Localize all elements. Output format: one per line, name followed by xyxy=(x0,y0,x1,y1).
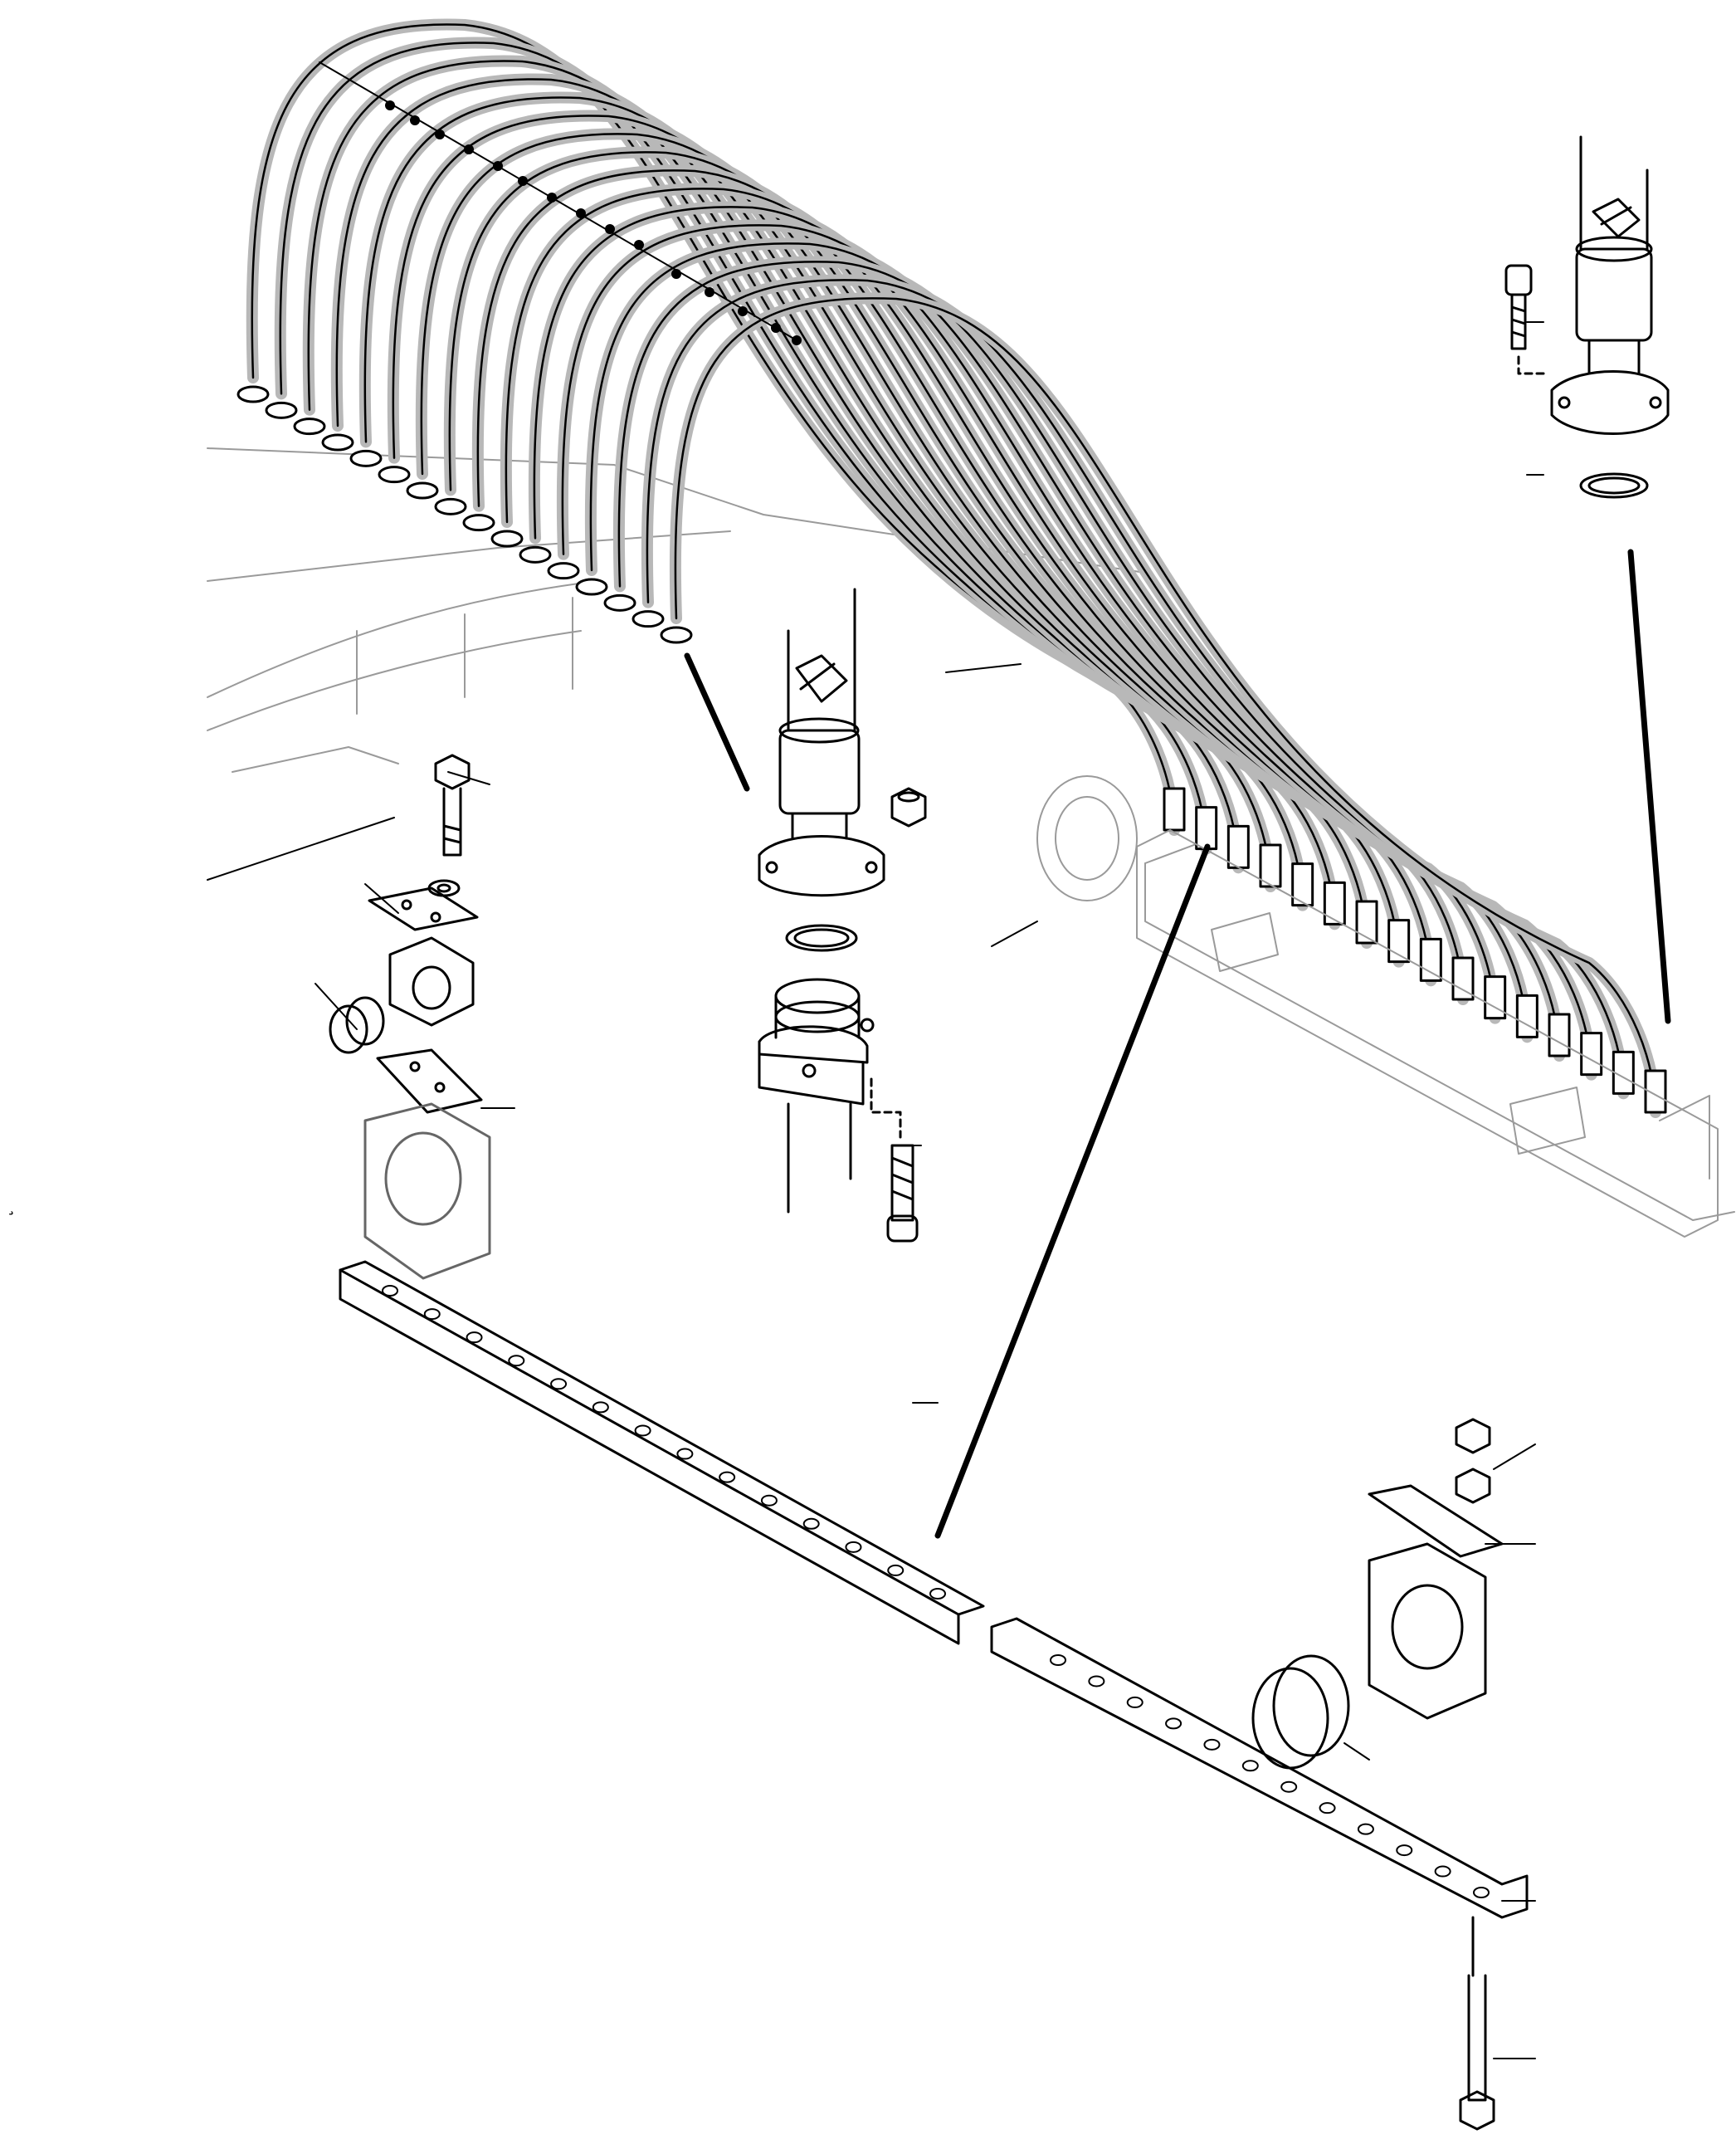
hose-end-fitting-icon xyxy=(1484,975,1507,1020)
rail-hole xyxy=(1050,1654,1066,1666)
hose-end-fitting-icon xyxy=(1548,1013,1571,1057)
rail-hole xyxy=(1241,1760,1259,1772)
hose-end-fitting-icon xyxy=(321,433,354,452)
hose-fitting-flange-icon xyxy=(758,588,885,897)
hose-end-fitting-icon xyxy=(1612,1050,1635,1095)
nut-icon xyxy=(1455,1418,1491,1504)
port-block-icon xyxy=(758,978,902,1214)
nut-icon xyxy=(890,787,927,828)
hose-end-fitting-icon xyxy=(462,514,495,532)
hose-end-fitting-icon xyxy=(1195,806,1218,851)
clamp-block-icon xyxy=(388,936,475,1027)
grommet-icon xyxy=(1251,1654,1350,1770)
hose-end-fitting-icon xyxy=(406,481,439,500)
hose-end-fitting-icon xyxy=(1451,956,1475,1001)
rail-hole xyxy=(1203,1738,1221,1751)
rail-hole xyxy=(760,1494,778,1507)
grommet-icon xyxy=(329,996,385,1054)
hose-end-fitting-icon xyxy=(1515,994,1539,1038)
rail-hole xyxy=(592,1401,609,1414)
rail-hole xyxy=(1434,1865,1451,1878)
hose-end-fitting-icon xyxy=(1355,900,1378,945)
rail-hole xyxy=(382,1285,398,1297)
socket-screw-icon xyxy=(1504,264,1545,375)
rail-hole xyxy=(1088,1675,1105,1687)
rail-hole xyxy=(634,1424,651,1437)
rail-hole xyxy=(929,1588,946,1600)
clamp-plate-icon xyxy=(376,1048,483,1114)
hose-end-fitting-icon xyxy=(519,545,552,564)
hose-fitting-detail-top-right xyxy=(1550,135,1670,499)
hose-end-fitting-icon xyxy=(1419,937,1442,982)
bolt-icon xyxy=(434,754,471,857)
rail-hole xyxy=(719,1471,736,1483)
hose-end-fitting-icon xyxy=(1580,1032,1603,1077)
hose-end-fitting-icon xyxy=(631,610,665,628)
rail-hole xyxy=(1473,1887,1490,1898)
rail-holes xyxy=(382,1285,1490,1898)
rail-hole xyxy=(1165,1717,1183,1730)
mounting-rail-icon xyxy=(339,1260,1529,1919)
clamp-plate-icon xyxy=(368,886,479,931)
rail-hole xyxy=(1126,1696,1144,1708)
rail-hole xyxy=(550,1378,568,1390)
rail-hole xyxy=(466,1331,483,1344)
hose-end-fitting-icon xyxy=(378,466,411,484)
manifold-block-icon xyxy=(1136,829,1719,1238)
rail-hole xyxy=(845,1541,862,1553)
hose-end-fitting-icon xyxy=(1323,881,1346,926)
rail-hole xyxy=(1280,1780,1298,1793)
hose-end-fitting-icon xyxy=(1163,787,1186,832)
socket-screw-icon xyxy=(886,1144,919,1243)
hose-end-fitting-icon xyxy=(575,578,608,596)
hose-line xyxy=(674,297,1657,1114)
hose-end-fitting-icon xyxy=(1259,843,1282,888)
rail-hole xyxy=(423,1308,441,1321)
rail-hole xyxy=(887,1564,905,1576)
callout-arrows xyxy=(684,549,1671,1539)
rail-hole xyxy=(1396,1844,1413,1857)
rail-hole xyxy=(1319,1802,1336,1814)
clamp-block-icon xyxy=(1368,1542,1487,1720)
rail-hole xyxy=(802,1517,820,1530)
rail-hole xyxy=(508,1355,525,1367)
rail-hole xyxy=(1357,1823,1374,1835)
hose-end-fitting-icon xyxy=(490,530,524,548)
hose-end-fitting-icon xyxy=(237,385,270,403)
hose-end-fitting-icon xyxy=(547,562,580,580)
hose-bundle-icon xyxy=(237,18,1719,1238)
rail-hole xyxy=(676,1448,694,1460)
hose-end-fitting-icon xyxy=(293,418,326,436)
hose-end-fitting-icon xyxy=(265,401,298,419)
hose-end-fitting-icon xyxy=(660,626,693,644)
hose-end-fitting-icon xyxy=(434,497,467,515)
stray-mark: ¸ xyxy=(7,1195,16,1216)
o-ring-icon xyxy=(785,924,858,952)
bolt-icon xyxy=(1459,1916,1495,2131)
clamp-plate-icon xyxy=(1368,1484,1504,1558)
hose-end-fitting-icon xyxy=(349,449,383,467)
clamp-block-icon xyxy=(363,1102,491,1280)
hose-end-fitting-icon xyxy=(1226,824,1250,869)
hose-end-fitting-icon xyxy=(603,593,636,612)
machine-frame-ghost-icon xyxy=(207,447,1735,1221)
